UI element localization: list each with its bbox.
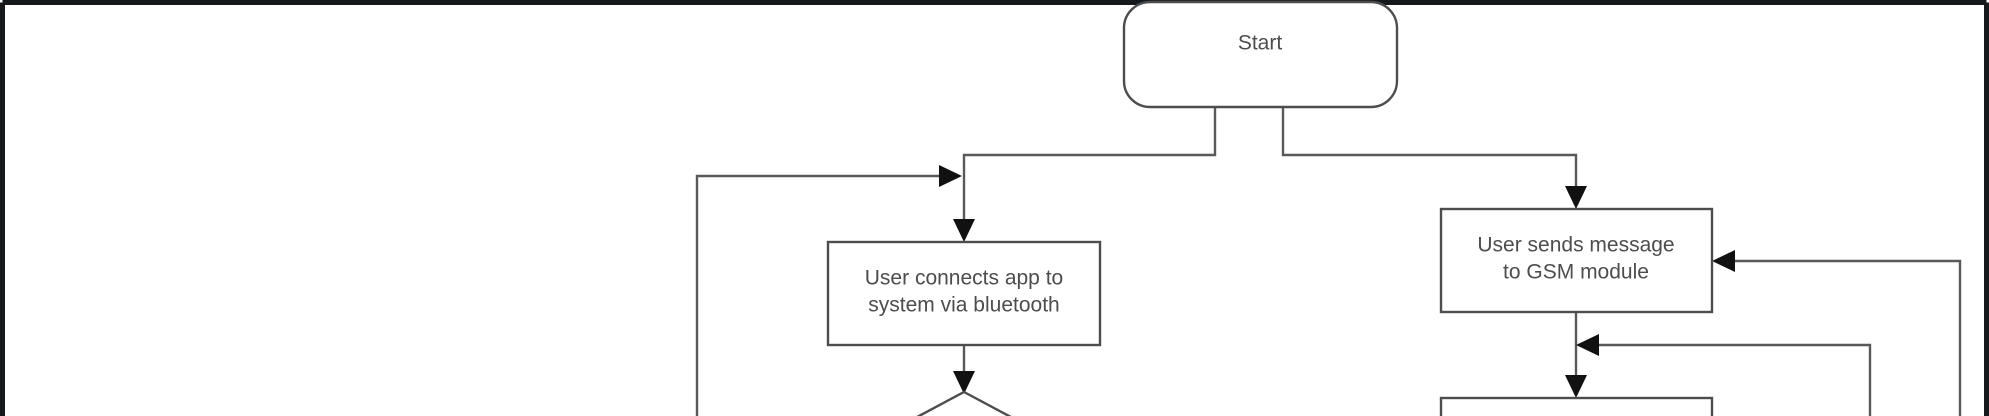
edge-loop-right-inner-arrowhead [1576,334,1599,356]
node-layer: Start User connects app to system via bl… [826,0,1714,416]
edge-bluetooth-to-decision-arrowhead [953,371,975,394]
node-decision-below-bluetooth-shape[interactable] [874,390,1054,416]
node-connect-bluetooth-label-line-1: User connects app to [865,267,1063,290]
node-connect-bluetooth-shape[interactable] [826,240,1102,347]
node-connect-bluetooth-label-line-2: system via bluetooth [868,294,1059,317]
edge-layer [695,105,1962,416]
edge-start-to-bluetooth-arrowhead [953,219,975,242]
node-send-gsm-message[interactable]: User sends message to GSM module [1439,207,1714,314]
edge-gsm-to-next [1565,310,1587,398]
node-send-gsm-message-label-line-1: User sends message [1477,234,1674,257]
edge-gsm-to-next-arrowhead [1565,375,1587,398]
edge-start-to-gsm-arrowhead [1565,186,1587,209]
edge-start-to-bluetooth-path [962,105,1217,230]
edge-loop-far-right-path [1728,259,1962,416]
edge-loop-far-right-arrowhead [1712,250,1735,272]
edge-loop-right-into-gsm-branch [1576,334,1872,416]
edge-loop-left-path [695,174,946,416]
edge-loop-right-inner-path [1592,343,1872,416]
node-send-gsm-message-shape[interactable] [1439,207,1714,314]
edge-start-to-gsm [1281,105,1587,209]
edge-start-to-bluetooth [953,105,1217,242]
edge-loop-far-right-into-gsm [1712,250,1962,416]
edge-start-to-gsm-path [1281,105,1578,197]
node-decision-below-bluetooth[interactable] [874,390,1054,416]
edge-loop-left-arrowhead [939,165,962,187]
node-start-shape[interactable] [1122,0,1399,109]
node-start[interactable]: Start [1122,0,1399,109]
node-box-below-gsm-shape[interactable] [1439,396,1714,416]
node-start-label: Start [1238,32,1283,55]
edge-loop-left-into-bluetooth [695,165,962,416]
edge-bluetooth-to-decision [953,343,975,394]
node-connect-bluetooth[interactable]: User connects app to system via bluetoot… [826,240,1102,347]
node-send-gsm-message-label-line-2: to GSM module [1503,261,1649,284]
node-box-below-gsm[interactable] [1439,396,1714,416]
